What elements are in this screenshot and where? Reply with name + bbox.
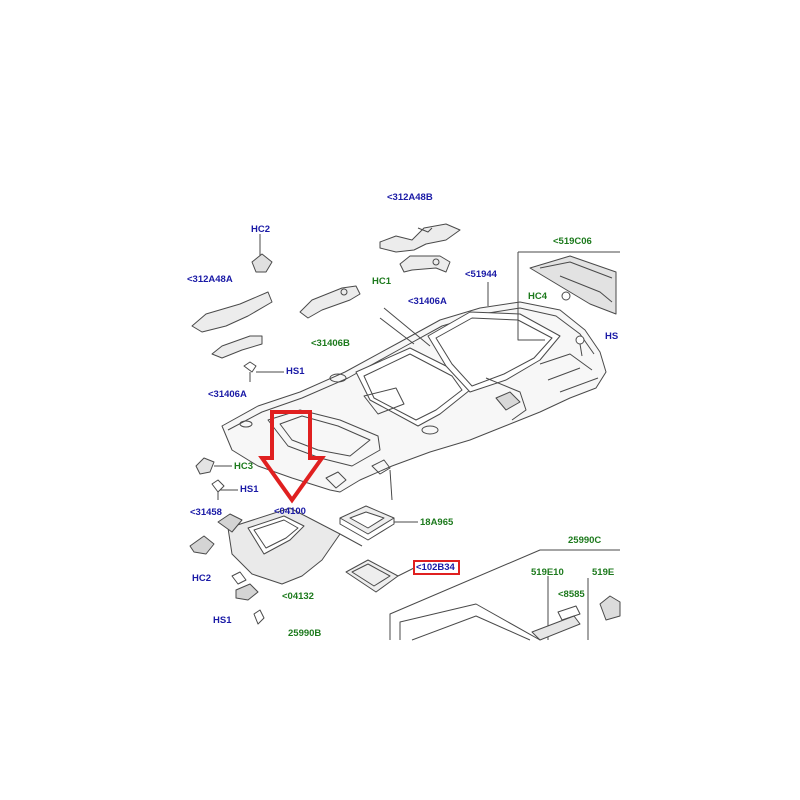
highlight-box [413,560,460,575]
label-hc4: HC4 [528,291,548,302]
clip-hc3 [195,457,225,500]
label-18a965: 18A965 [420,517,454,528]
label-hs1-bottom: HS1 [213,615,232,626]
label-25990b: 25990B [288,628,322,639]
label-312a48a: <312A48A [187,274,233,285]
label-519e-cut: 519E [592,567,615,578]
label-312a48b: <312A48B [387,192,433,203]
label-hc2-bottom: HC2 [192,573,212,584]
highlight-arrow [258,410,326,504]
assist-grip-front [299,285,361,319]
label-hs1-right: HS [605,331,619,342]
label-8585: <8585 [558,589,585,600]
sun-visor [189,507,363,625]
label-31406a-top: <31406A [408,296,447,307]
label-31406b: <31406B [311,338,350,349]
label-hs1-left: HS1 [286,366,305,377]
label-hc1: HC1 [372,276,392,287]
label-hs1-mid: HS1 [240,484,259,495]
label-519e10: 519E10 [531,567,564,578]
label-25990c: 25990C [568,535,602,546]
assist-grip-rear [379,223,461,273]
label-51944: <51944 [465,269,497,280]
label-102b34: <102B34 [416,562,455,573]
label-04132: <04132 [282,591,314,602]
label-31406a-left: <31406A [208,389,247,400]
inset-panel-25990c [389,549,621,641]
dome-lamp-bezel [339,505,395,541]
label-hc2-top: HC2 [251,224,271,235]
rear-pillar-trim [517,251,620,357]
label-519c06: <519C06 [553,236,592,247]
leader-lines [214,282,489,544]
headliner-panel [221,301,607,501]
label-hc3: HC3 [234,461,254,472]
label-04100: <04100 [274,506,306,517]
assist-grip-bracket-left [191,234,273,382]
label-31458: <31458 [190,507,222,518]
vanity-mirror-cover [345,559,415,593]
